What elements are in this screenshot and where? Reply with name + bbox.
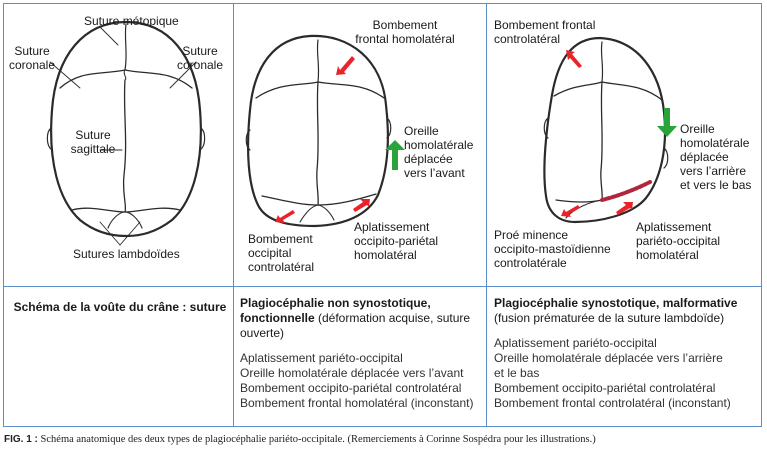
label-aplatissement-parieto-occipital: Aplatissement pariéto-occipital homolaté… (636, 220, 720, 262)
label-line: coronale (176, 58, 224, 72)
label-bombement-frontal-homolateral: Bombement frontal homolatéral (340, 18, 470, 46)
list-item: Aplatissement pariéto-occipital (240, 351, 403, 365)
label-line: Bombement (248, 232, 313, 246)
figure-caption: FIG. 1 : Schéma anatomique des deux type… (4, 433, 596, 447)
list-item: Oreille homolatérale déplacée vers l’arr… (494, 351, 723, 365)
figure-number: FIG. 1 : (4, 434, 38, 445)
arrow-flattening-p3 (616, 202, 633, 215)
panel-divider-horizontal (3, 286, 762, 287)
label-line: Bombement (372, 18, 438, 32)
list-item: Oreille homolatérale déplacée vers l’ava… (240, 366, 464, 380)
arrow-ear-forward-p2 (385, 140, 405, 170)
caption-text: Schéma anatomique des deux types de plag… (37, 434, 596, 445)
list-item: Bombement occipito-pariétal controlatéra… (494, 381, 716, 395)
label-oreille-avant: Oreille homolatérale déplacée vers l’ava… (404, 124, 473, 180)
panel2-list: Aplatissement pariéto-occipital Oreille … (240, 351, 480, 411)
label-line: homolatérale (404, 138, 474, 152)
label-line: vers l’arrière (680, 164, 747, 178)
list-item: Bombement frontal controlatéral (inconst… (494, 396, 731, 410)
panel2-title-normal: (déformation acquise, suture ouverte) (240, 311, 471, 340)
label-line: occipito-pariétal (354, 234, 439, 248)
label-line: controlatérale (494, 256, 567, 270)
label-line: coronale (8, 58, 56, 72)
label-suture-metopique: Suture métopique (84, 14, 179, 28)
label-line: Aplatissement (354, 220, 430, 234)
label-bombement-occipital: Bombement occipital controlatéral (248, 232, 314, 274)
green-arrows (385, 108, 677, 170)
label-line: controlatéral (248, 260, 315, 274)
label-line: homolatérale (680, 136, 750, 150)
panel2-title: Plagiocéphalie non synostotique, fonctio… (240, 296, 480, 341)
label-line: déplacée (404, 152, 453, 166)
skull-synostotic (543, 36, 669, 224)
panel3-title: Plagiocéphalie synostotique, malformativ… (494, 296, 758, 326)
panel3-list: Aplatissement pariéto-occipital Oreille … (494, 336, 758, 411)
panel-divider-2 (486, 3, 487, 427)
arrow-frontal-p2 (336, 56, 355, 75)
label-line: Suture (75, 128, 111, 142)
list-item: et le bas (494, 366, 540, 380)
label-proeminence-occipito-mastoidienne: Proé minence occipito-mastoïdienne contr… (494, 228, 611, 270)
label-line: déplacée (680, 150, 729, 164)
skull-non-synostotic (245, 34, 392, 228)
label-line: Suture (182, 44, 218, 58)
arrow-occipital-p2 (275, 210, 295, 223)
label-line: homolatéral (636, 248, 699, 262)
panel3-description: Plagiocéphalie synostotique, malformativ… (494, 296, 758, 411)
skull-normal (46, 20, 206, 246)
label-line: sagittale (70, 142, 116, 156)
panel3-title-bold: Plagiocéphalie synostotique, malformativ… (494, 296, 738, 310)
arrow-flattening-p2 (353, 199, 370, 212)
label-line: controlatéral (494, 32, 561, 46)
label-line: occipital (248, 246, 292, 260)
list-item: Bombement occipito-pariétal controlatéra… (240, 381, 462, 395)
panel2-description: Plagiocéphalie non synostotique, fonctio… (240, 296, 480, 411)
label-line: Proé minence (494, 228, 569, 242)
label-suture-coronale-right: Suture coronale (172, 44, 228, 72)
label-line: Aplatissement (636, 220, 712, 234)
arrow-frontal-p3 (566, 50, 582, 68)
label-bombement-frontal-controlateral: Bombement frontal controlatéral (494, 18, 595, 46)
label-line: Oreille (404, 124, 439, 138)
label-line: frontal homolatéral (355, 32, 455, 46)
label-line: homolatéral (354, 248, 417, 262)
label-line: et vers le bas (680, 178, 752, 192)
label-line: Bombement frontal (494, 18, 596, 32)
label-sutures-lambdoides: Sutures lambdoïdes (73, 247, 180, 261)
red-arrows (275, 50, 633, 223)
figure-frame (3, 3, 762, 427)
label-line: Oreille (680, 122, 715, 136)
label-line: Suture (14, 44, 50, 58)
label-oreille-arriere: Oreille homolatérale déplacée vers l’arr… (680, 122, 751, 192)
panel2-title-bold: Plagiocéphalie non synostotique, fonctio… (240, 296, 431, 325)
list-item: Bombement frontal homolatéral (inconstan… (240, 396, 474, 410)
panel3-title-normal: (fusion prématurée de la suture lambdoïd… (494, 311, 725, 325)
label-line: pariéto-occipital (636, 234, 721, 248)
label-suture-coronale-left: Suture coronale (4, 44, 60, 72)
label-line: vers l’avant (404, 166, 465, 180)
label-line: occipito-mastoïdienne (494, 242, 611, 256)
list-item: Aplatissement pariéto-occipital (494, 336, 657, 350)
panel1-title: Schéma de la voûte du crâne : suture (13, 300, 227, 314)
arrow-mastoid-p3 (561, 205, 580, 217)
label-suture-sagittale: Suture sagittale (62, 128, 124, 156)
arrow-ear-backward-p3 (657, 108, 677, 137)
panel-divider-1 (233, 3, 234, 427)
label-aplatissement-occipito-parietal: Aplatissement occipito-pariétal homolaté… (354, 220, 438, 262)
